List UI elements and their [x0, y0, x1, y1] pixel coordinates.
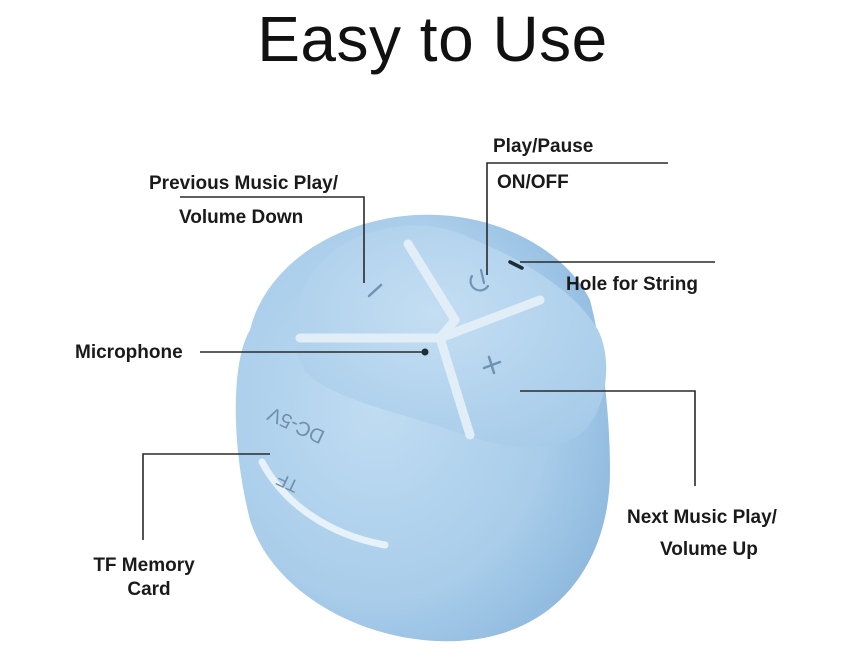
leader-next	[520, 390, 696, 486]
control-face	[295, 225, 607, 448]
button-groove	[435, 315, 460, 343]
string-hole	[508, 260, 524, 270]
label-next-line2: Volume Up	[660, 539, 758, 560]
plus-icon	[482, 355, 502, 375]
leader-tf	[142, 453, 270, 540]
label-microphone: Microphone	[75, 342, 183, 363]
page-title: Easy to Use	[257, 3, 608, 75]
button-groove	[403, 239, 460, 325]
label-tf-line1: TF Memory	[93, 555, 195, 576]
label-previous-line2: Volume Down	[179, 207, 304, 228]
button-groove	[435, 295, 545, 343]
play-pause-button[interactable]	[469, 268, 490, 292]
leader-previous	[180, 196, 365, 283]
label-tf-line2: Card	[127, 579, 171, 600]
button-groove	[435, 333, 475, 440]
label-on-off: ON/OFF	[497, 172, 569, 193]
microphone-hole	[421, 348, 429, 356]
volume-up-button[interactable]	[482, 355, 502, 375]
leader-play-pause	[486, 162, 668, 275]
volume-down-button[interactable]	[367, 283, 383, 298]
minus-icon	[367, 283, 383, 298]
tf-card-slot	[258, 458, 389, 549]
label-play-pause: Play/Pause	[493, 136, 594, 157]
power-icon	[469, 268, 490, 292]
label-hole-for-string: Hole for String	[566, 274, 698, 295]
leader-lines	[142, 162, 715, 540]
label-previous-line1: Previous Music Play/	[149, 173, 339, 194]
label-next-line1: Next Music Play/	[627, 507, 777, 528]
